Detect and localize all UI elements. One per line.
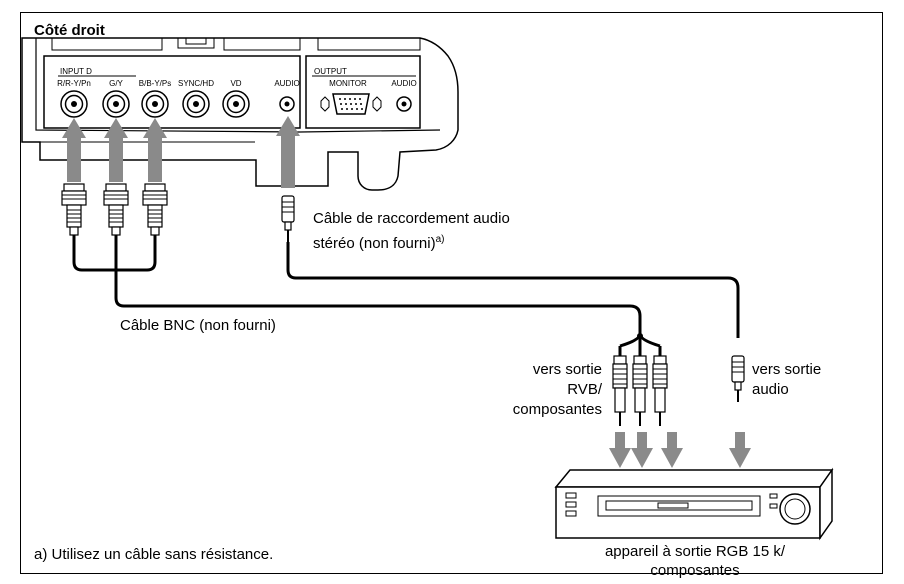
device-label-line1: appareil à sortie RGB 15 k/ xyxy=(604,543,786,560)
bnc-plug-r xyxy=(61,183,87,236)
bnc-cable xyxy=(72,235,642,334)
arrow-down-3 xyxy=(661,432,683,468)
device-label: appareil à sortie RGB 15 k/ composantes xyxy=(560,542,830,580)
to-rgb-line2: RVB/ xyxy=(567,381,602,398)
bnc-socket-g xyxy=(102,90,130,118)
arrow-up-audio xyxy=(276,116,300,188)
bnc-plug-g xyxy=(103,183,129,236)
rca-plug-right xyxy=(651,344,669,428)
device-label-line2: composantes xyxy=(650,562,740,579)
input-d-label: INPUT D xyxy=(60,67,92,76)
audio-cable-footnote-marker: a) xyxy=(435,234,445,245)
port-label-sync: SYNC/HD xyxy=(178,79,214,88)
diagram-frame xyxy=(20,12,883,574)
port-label-r: R/R-Y/Pn xyxy=(57,79,91,88)
port-label-monitor: MONITOR xyxy=(329,79,367,88)
output-label: OUTPUT xyxy=(314,67,347,76)
to-audio-line1: vers sortie xyxy=(752,361,822,378)
bnc-plug-b xyxy=(142,183,168,236)
to-audio-label: vers sortie audio xyxy=(752,360,821,400)
to-rgb-label: vers sortie RVB/ composantes xyxy=(488,360,602,420)
projector-arrows xyxy=(62,116,300,188)
audio-cable-label-line1: Câble de raccordement audio xyxy=(313,210,510,227)
arrow-up-r xyxy=(62,118,86,182)
monitor-port xyxy=(320,93,382,115)
to-audio-line2: audio xyxy=(752,381,789,398)
bnc-socket-r xyxy=(60,90,88,118)
diagram-title: Côté droit xyxy=(34,22,105,39)
arrow-up-g xyxy=(104,118,128,182)
port-label-audio-in: AUDIO xyxy=(274,79,299,88)
audio-plug-projector xyxy=(281,195,295,243)
audio-in-socket xyxy=(279,96,295,112)
source-device xyxy=(554,467,834,541)
audio-cable-label-line2: stéréo (non fourni)a) xyxy=(313,230,444,253)
arrow-down-audio xyxy=(729,432,751,468)
arrow-down-2 xyxy=(631,432,653,468)
port-label-audio-out: AUDIO xyxy=(391,79,416,88)
audio-out-socket xyxy=(396,96,412,112)
to-rgb-line3: composantes xyxy=(512,401,602,418)
bnc-socket-b xyxy=(141,90,169,118)
port-label-b: B/B-Y/Ps xyxy=(139,79,171,88)
bnc-cable-label: Câble BNC (non fourni) xyxy=(120,317,276,334)
bnc-socket-sync xyxy=(182,90,210,118)
audio-plug-device xyxy=(731,355,745,403)
audio-cable xyxy=(286,242,740,338)
bnc-socket-vd xyxy=(222,90,250,118)
device-arrows xyxy=(609,432,751,468)
arrow-down-1 xyxy=(609,432,631,468)
to-rgb-line1: vers sortie xyxy=(532,361,602,378)
output-header: OUTPUT xyxy=(312,67,416,77)
port-label-vd: VD xyxy=(230,79,241,88)
rca-plug-middle xyxy=(631,344,649,428)
port-label-g: G/Y xyxy=(109,79,123,88)
input-d-header: INPUT D xyxy=(58,67,136,77)
footnote: a) Utilisez un câble sans résistance. xyxy=(34,546,274,563)
audio-cable-label-text: stéréo (non fourni) xyxy=(313,235,436,252)
arrow-up-b xyxy=(143,118,167,182)
rca-plug-left xyxy=(611,344,629,428)
